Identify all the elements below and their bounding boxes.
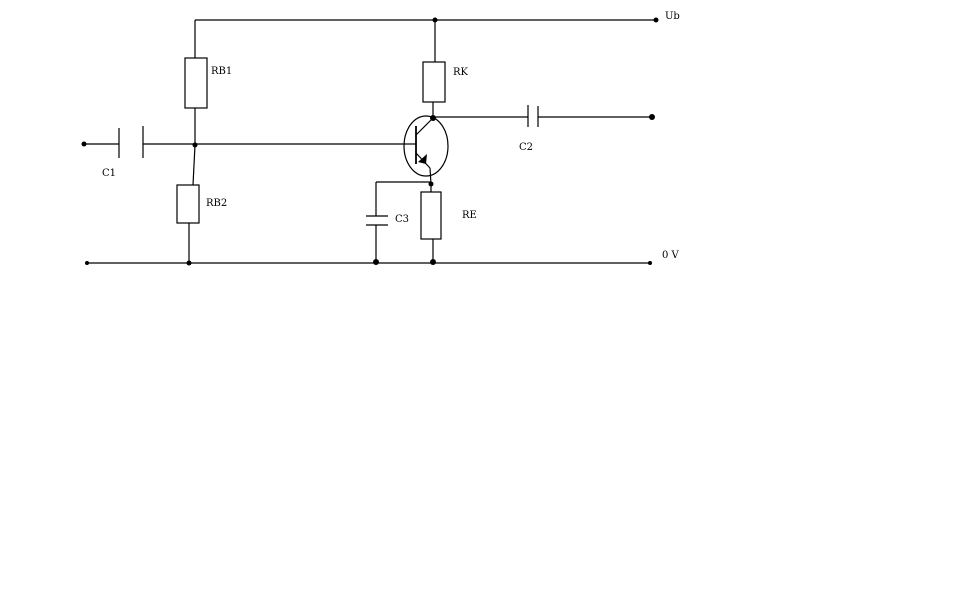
resistor-rk [422,20,446,118]
input-stage [81,126,404,158]
ground-rail [85,259,652,266]
label-re: RE [462,210,477,221]
label-ub: Ub [665,11,680,22]
label-rb1: RB1 [211,66,232,77]
label-zero-v: 0 V [662,250,680,261]
output-terminal [649,114,655,120]
label-c3: C3 [395,214,409,225]
resistor-re [420,191,442,240]
ground-terminal-left [85,261,89,265]
transistor-collector-lead [415,117,434,136]
label-c1: C1 [102,168,116,179]
ub-terminal [653,17,659,23]
label-rb2: RB2 [206,198,227,209]
emitter-arrow-icon [418,154,427,164]
supply-rail [195,17,659,23]
resistor-rb1 [184,20,208,145]
transistor-npn [403,115,449,187]
emitter-network [366,181,442,262]
label-c2: C2 [519,142,533,153]
label-rk: RK [453,67,469,78]
output-stage [430,105,655,127]
ground-terminal-right [648,261,652,265]
resistor-rb2 [176,144,200,263]
